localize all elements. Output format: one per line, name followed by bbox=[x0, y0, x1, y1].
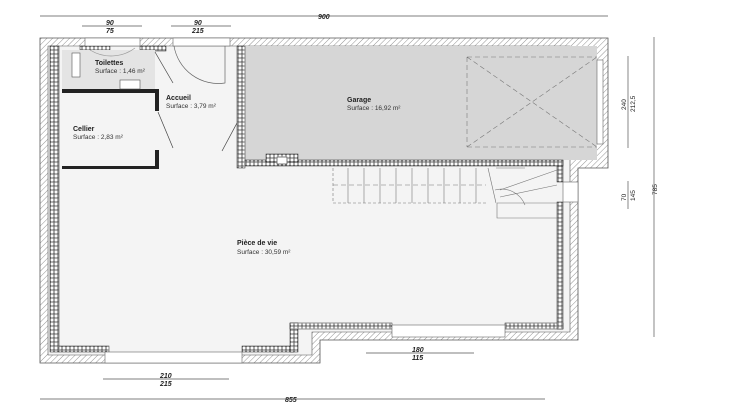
wall bbox=[155, 89, 159, 111]
room-name: Cellier bbox=[73, 126, 95, 133]
dimension-value: 90 bbox=[194, 20, 202, 27]
room-name: Toilettes bbox=[95, 60, 123, 67]
room-surface: Surface : 30,59 m² bbox=[237, 249, 291, 256]
room-label-toilettes: Toilettes Surface : 1,46 m² bbox=[95, 60, 146, 75]
room-name: Accueil bbox=[166, 95, 191, 102]
garage-door-swing bbox=[466, 56, 598, 148]
room-surface: Surface : 1,46 m² bbox=[95, 68, 146, 75]
dimension-opening-bottom-right: 180 115 bbox=[366, 347, 474, 362]
garage-area bbox=[236, 45, 604, 169]
dimension-value: 900 bbox=[318, 14, 330, 21]
dimension-value: 180 bbox=[412, 347, 424, 354]
dimension-bottom-total: 855 bbox=[40, 397, 545, 404]
wall bbox=[155, 150, 159, 169]
doors[interactable] bbox=[89, 45, 238, 152]
dimension-value: 855 bbox=[285, 397, 297, 404]
room-surface: Surface : 16,92 m² bbox=[347, 105, 401, 112]
room-name: Garage bbox=[347, 97, 371, 104]
staircase bbox=[332, 167, 558, 219]
dimension-value: 210 bbox=[159, 373, 172, 380]
sink-icon bbox=[119, 79, 141, 90]
room-surface: Surface : 2,83 m² bbox=[73, 134, 124, 141]
dimension-value: 240 bbox=[621, 99, 628, 110]
wall bbox=[62, 89, 159, 93]
dimension-opening-entry: 90 215 bbox=[171, 20, 231, 35]
dimension-value: 75 bbox=[106, 28, 114, 35]
dimension-opening-garage: 240 212,5 bbox=[621, 56, 637, 148]
dimension-value: 212,5 bbox=[630, 95, 637, 112]
dimension-opening-toilettes: 90 75 bbox=[82, 20, 142, 35]
dimension-opening-bottom-left: 210 215 bbox=[103, 373, 229, 388]
dimension-opening-right-small: 70 145 bbox=[621, 181, 637, 209]
dimension-value: 90 bbox=[106, 20, 114, 27]
bay-window-right[interactable] bbox=[391, 324, 506, 338]
insulation-walls bbox=[49, 45, 564, 353]
room-label-piece-de-vie: Pièce de vie Surface : 30,59 m² bbox=[237, 240, 291, 256]
room-label-cellier: Cellier Surface : 2,83 m² bbox=[73, 126, 124, 141]
room-name: Pièce de vie bbox=[237, 240, 277, 247]
dimension-value: 215 bbox=[191, 28, 204, 35]
dimension-right-total: 785 bbox=[652, 37, 659, 337]
room-surface: Surface : 3,79 m² bbox=[166, 103, 217, 110]
dimension-value: 785 bbox=[652, 184, 659, 195]
dimension-top-total: 900 bbox=[40, 14, 608, 21]
dimension-value: 145 bbox=[630, 190, 637, 201]
dimension-value: 215 bbox=[159, 381, 172, 388]
dimension-value: 115 bbox=[412, 355, 423, 362]
wall bbox=[62, 166, 159, 169]
window-toilettes[interactable] bbox=[84, 37, 141, 47]
toilet-icon bbox=[71, 52, 81, 78]
window-right[interactable] bbox=[562, 181, 579, 203]
room-label-garage: Garage Surface : 16,92 m² bbox=[347, 97, 401, 112]
garage-door[interactable] bbox=[596, 59, 604, 145]
entry-door[interactable] bbox=[172, 37, 231, 47]
room-label-accueil: Accueil Surface : 3,79 m² bbox=[166, 95, 217, 110]
bay-window-left[interactable] bbox=[104, 351, 243, 364]
dimension-value: 70 bbox=[621, 193, 628, 201]
